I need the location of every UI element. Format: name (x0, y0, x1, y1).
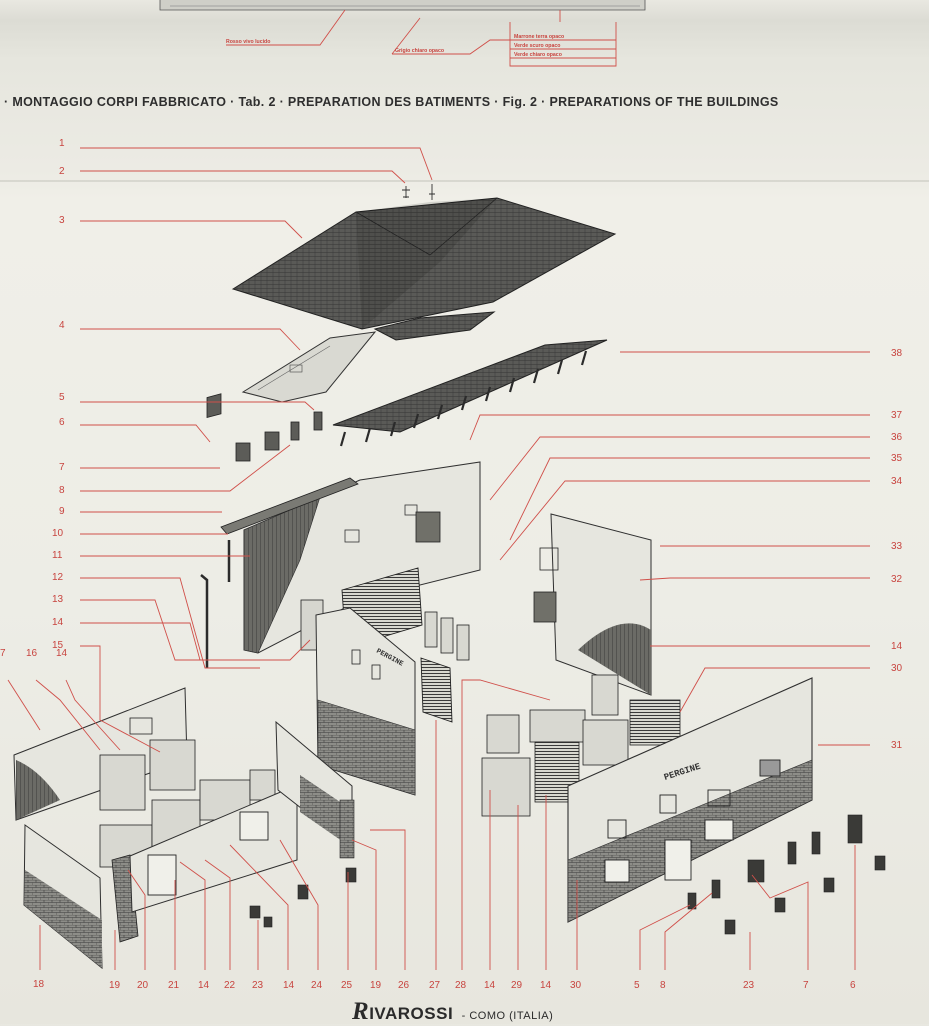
callout-34: 34 (891, 476, 903, 487)
part-platform-canopy (332, 339, 608, 447)
callout-37: 37 (891, 410, 903, 421)
paint-note-grey: Grigio chiaro opaco (395, 48, 444, 54)
part-small-pieces-bottom (249, 814, 886, 935)
callout-16: 16 (26, 648, 38, 659)
callout-6: 6 (59, 417, 65, 428)
callout-6-b: 6 (850, 980, 856, 991)
part-ceiling-plate (241, 331, 377, 403)
previous-figure-remnant (159, 0, 646, 11)
callout-8: 8 (59, 485, 65, 496)
callout-35: 35 (891, 453, 903, 464)
callout-27: 27 (429, 980, 441, 991)
callout-14-b4: 14 (540, 980, 552, 991)
callout-8-b: 8 (660, 980, 666, 991)
callout-24: 24 (311, 980, 323, 991)
brand-footer: RIVAROSSI - COMO (ITALIA) (352, 998, 553, 1026)
paint-note-red: Rosso vivo lucido (226, 39, 270, 45)
callout-14-b2: 14 (283, 980, 295, 991)
callout-9: 9 (59, 506, 65, 517)
callout-2: 2 (59, 166, 65, 177)
callout-30-b: 30 (570, 980, 582, 991)
callout-1: 1 (59, 138, 65, 149)
brand-logo-initial: R (352, 998, 370, 1025)
callout-19: 19 (109, 980, 121, 991)
callout-23-b1: 23 (252, 980, 264, 991)
callout-12: 12 (52, 572, 64, 583)
callout-14: 14 (52, 617, 64, 628)
callout-29: 29 (511, 980, 523, 991)
callout-15: 15 (52, 640, 64, 651)
callout-30-right: 30 (891, 663, 903, 674)
callout-11: 11 (52, 550, 63, 561)
brand-city: - COMO (ITALIA) (461, 1010, 554, 1022)
part-side-facade: PERGINE (315, 607, 416, 796)
callout-7-b: 7 (803, 980, 809, 991)
callout-7: 7 (59, 462, 65, 473)
callout-36: 36 (891, 432, 903, 443)
part-vent-panel (420, 657, 453, 723)
callout-7-left: 7 (0, 648, 6, 659)
part-posts (200, 540, 231, 668)
brand-logo: RIVAROSSI (352, 998, 454, 1025)
callout-25: 25 (341, 980, 353, 991)
part-right-wall-upper (533, 513, 652, 696)
part-window-frames-mid (424, 611, 681, 817)
callout-numbers: 1 2 3 4 5 6 7 8 9 10 11 12 13 14 15 38 3… (0, 138, 903, 991)
part-porch-roof (373, 311, 496, 341)
part-main-roof (231, 197, 617, 330)
callout-19-b: 19 (370, 980, 382, 991)
callout-38: 38 (891, 348, 903, 359)
callout-23-b2: 23 (743, 980, 755, 991)
callout-22: 22 (224, 980, 236, 991)
part-wall-end-right (275, 720, 355, 859)
callout-14-b3: 14 (484, 980, 496, 991)
callout-4: 4 (59, 320, 65, 331)
paint-note-dark-green: Verde scuro opaco (514, 43, 560, 49)
page-title: · MONTAGGIO CORPI FABBRICATO · Tab. 2 · … (4, 95, 779, 109)
paint-notes: Rosso vivo lucido Grigio chiaro opaco Ma… (226, 9, 617, 67)
leader-lines (7, 147, 870, 970)
brand-logo-rest: IVAROSSI (369, 1004, 454, 1023)
callout-26: 26 (398, 980, 410, 991)
part-end-wall (23, 824, 103, 970)
callout-13: 13 (52, 594, 64, 605)
part-chimney-finials (402, 184, 435, 200)
callout-10: 10 (52, 528, 64, 539)
callout-33: 33 (891, 541, 903, 552)
callout-5-b: 5 (634, 980, 640, 991)
paper-fold-crease (0, 180, 929, 182)
paint-note-brown: Marrone terra opaco (514, 34, 564, 40)
paint-note-light-green: Verde chiaro opaco (514, 52, 562, 58)
callout-18: 18 (33, 979, 45, 990)
callout-14-b1: 14 (198, 980, 210, 991)
callout-14-right: 14 (891, 641, 903, 652)
part-main-facade: PERGINE (567, 677, 813, 923)
callout-32: 32 (891, 574, 903, 585)
part-small-windows-top (206, 393, 323, 462)
callout-5: 5 (59, 392, 65, 403)
callout-21: 21 (168, 980, 180, 991)
callout-28: 28 (455, 980, 467, 991)
callout-20: 20 (137, 980, 149, 991)
callout-14-left: 14 (56, 648, 68, 659)
parts: PERGINE (13, 184, 886, 970)
part-wall-middle-lower (129, 784, 298, 913)
callout-31: 31 (891, 740, 903, 751)
callout-3: 3 (59, 215, 65, 226)
